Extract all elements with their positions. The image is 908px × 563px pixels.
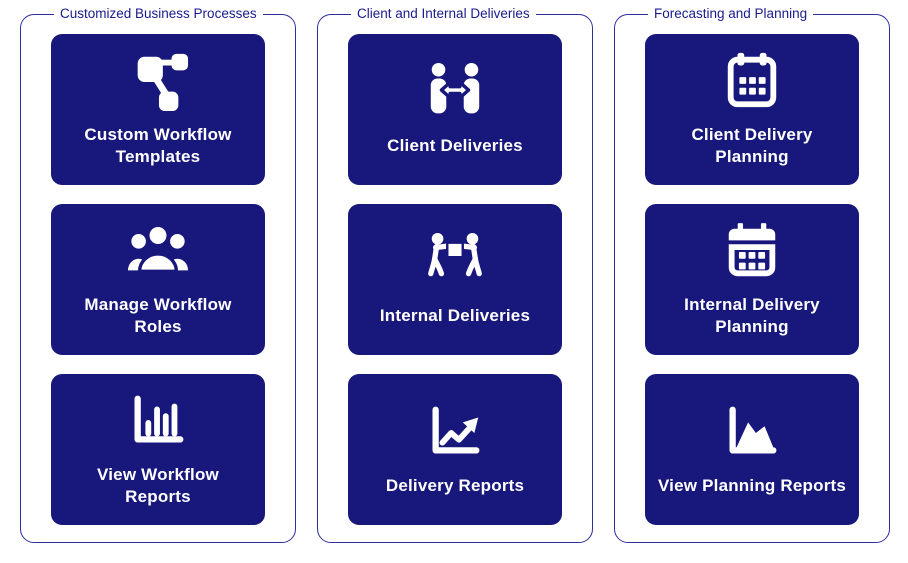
group-forecasting-and-planning: Forecasting and Planning Client Delivery… bbox=[614, 6, 890, 543]
calendar-filled-header-icon bbox=[721, 220, 783, 282]
group-title: Forecasting and Planning bbox=[654, 6, 808, 21]
button-label: Client Deliveries bbox=[387, 136, 523, 156]
button-label: Custom Workflow Templates bbox=[84, 124, 232, 167]
people-exchange-icon bbox=[424, 61, 486, 123]
client-delivery-planning-button[interactable]: Client Delivery Planning bbox=[645, 33, 859, 185]
area-chart-icon bbox=[721, 401, 783, 463]
group-title: Client and Internal Deliveries bbox=[357, 6, 530, 21]
client-deliveries-button[interactable]: Client Deliveries bbox=[348, 33, 562, 185]
manage-workflow-roles-button[interactable]: Manage Workflow Roles bbox=[51, 203, 265, 355]
view-workflow-reports-button[interactable]: View Workflow Reports bbox=[51, 373, 265, 525]
group-client-and-internal-deliveries: Client and Internal Deliveries Client De… bbox=[317, 6, 593, 543]
internal-deliveries-button[interactable]: Internal Deliveries bbox=[348, 203, 562, 355]
custom-workflow-templates-button[interactable]: Custom Workflow Templates bbox=[51, 33, 265, 185]
button-label: Internal Deliveries bbox=[379, 306, 531, 326]
button-label: Client Delivery Planning bbox=[691, 124, 813, 167]
internal-delivery-planning-button[interactable]: Internal Delivery Planning bbox=[645, 203, 859, 355]
calendar-outline-icon bbox=[721, 50, 783, 112]
view-planning-reports-button[interactable]: View Planning Reports bbox=[645, 373, 859, 525]
button-label: View Planning Reports bbox=[657, 476, 847, 496]
line-chart-arrow-icon bbox=[424, 401, 486, 463]
button-label: Manage Workflow Roles bbox=[84, 294, 232, 337]
delivery-reports-button[interactable]: Delivery Reports bbox=[348, 373, 562, 525]
bar-chart-icon bbox=[127, 390, 189, 452]
group-customized-business-processes: Customized Business Processes Custom Wor… bbox=[20, 6, 296, 543]
button-label: View Workflow Reports bbox=[97, 464, 219, 507]
workflow-icon bbox=[127, 50, 189, 112]
people-group-icon bbox=[127, 220, 189, 282]
button-label: Internal Delivery Planning bbox=[684, 294, 820, 337]
group-title: Customized Business Processes bbox=[60, 6, 257, 21]
people-carry-box-icon bbox=[424, 231, 486, 293]
button-label: Delivery Reports bbox=[385, 476, 525, 496]
